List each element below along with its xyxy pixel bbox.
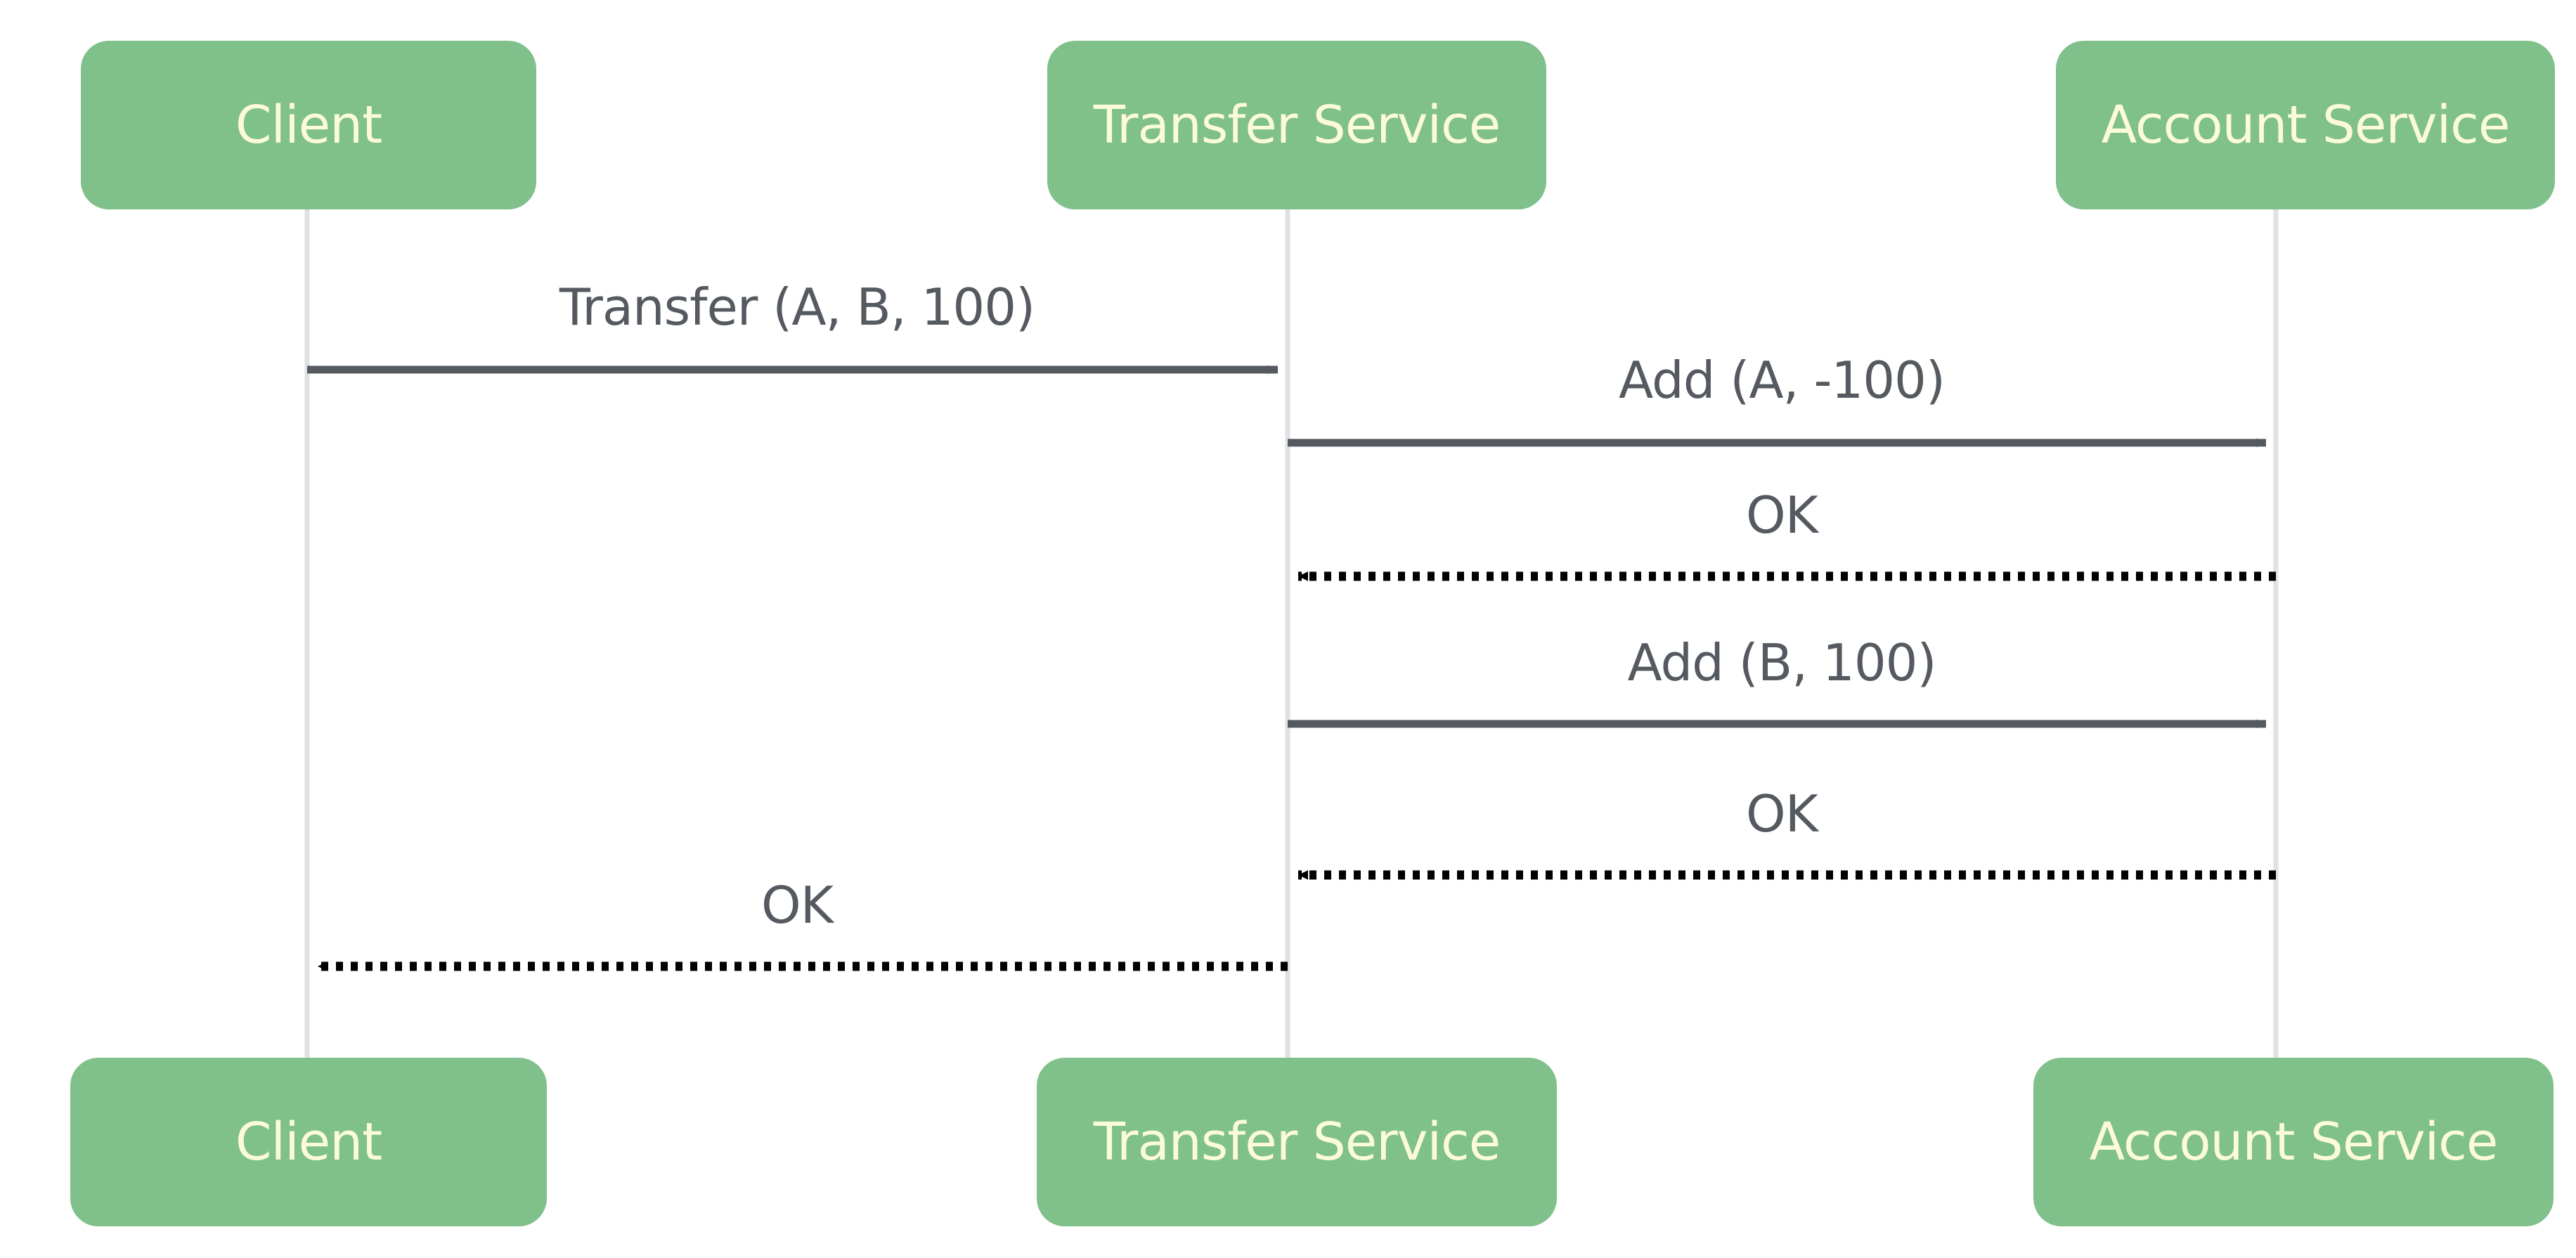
participant-label: Transfer Service <box>1093 1112 1501 1172</box>
participant-bottom-account-service[interactable]: Account Service <box>2033 1058 2554 1226</box>
messages-group: Transfer (A, B, 100) Add (A, -100) OK Add (… <box>307 278 2276 971</box>
message-5-account-service-to-transfer-service[interactable]: OK <box>1297 784 2276 880</box>
message-1-client-to-transfer-service[interactable]: Transfer (A, B, 100) <box>307 278 1278 375</box>
message-label: Transfer (A, B, 100) <box>559 278 1035 337</box>
participant-label: Client <box>235 1112 382 1172</box>
participant-label: Client <box>235 95 382 155</box>
participant-bottom-transfer-service[interactable]: Transfer Service <box>1037 1058 1557 1226</box>
message-6-transfer-service-to-client[interactable]: OK <box>317 876 1288 971</box>
participant-box[interactable] <box>70 1058 547 1226</box>
participant-box[interactable] <box>81 41 536 209</box>
message-label: OK <box>761 876 835 935</box>
message-label: Add (B, 100) <box>1627 633 1936 692</box>
participant-box[interactable] <box>2056 41 2555 209</box>
message-label: OK <box>1746 486 1820 545</box>
participant-box[interactable] <box>1047 41 1546 209</box>
message-label: OK <box>1746 784 1820 843</box>
participant-label: Account Service <box>2102 95 2510 155</box>
lifeline-transfer-service <box>1285 209 1290 1061</box>
participant-label: Transfer Service <box>1093 95 1501 155</box>
lifeline-client <box>304 209 310 1061</box>
participant-top-client[interactable]: Client <box>81 41 536 209</box>
participant-top-transfer-service[interactable]: Transfer Service <box>1047 41 1546 209</box>
participant-box[interactable] <box>2033 1058 2554 1226</box>
lifeline-account-service <box>2273 209 2279 1061</box>
message-4-transfer-service-to-account-service[interactable]: Add (B, 100) <box>1288 633 2266 729</box>
participant-bottom-client[interactable]: Client <box>70 1058 547 1226</box>
lifelines-group <box>304 209 2279 1061</box>
message-3-account-service-to-transfer-service[interactable]: OK <box>1297 486 2276 581</box>
message-2-transfer-service-to-account-service[interactable]: Add (A, -100) <box>1288 351 2266 448</box>
message-label: Add (A, -100) <box>1619 351 1945 410</box>
participant-top-account-service[interactable]: Account Service <box>2056 41 2555 209</box>
participant-box[interactable] <box>1037 1058 1557 1226</box>
participant-label: Account Service <box>2090 1112 2498 1172</box>
